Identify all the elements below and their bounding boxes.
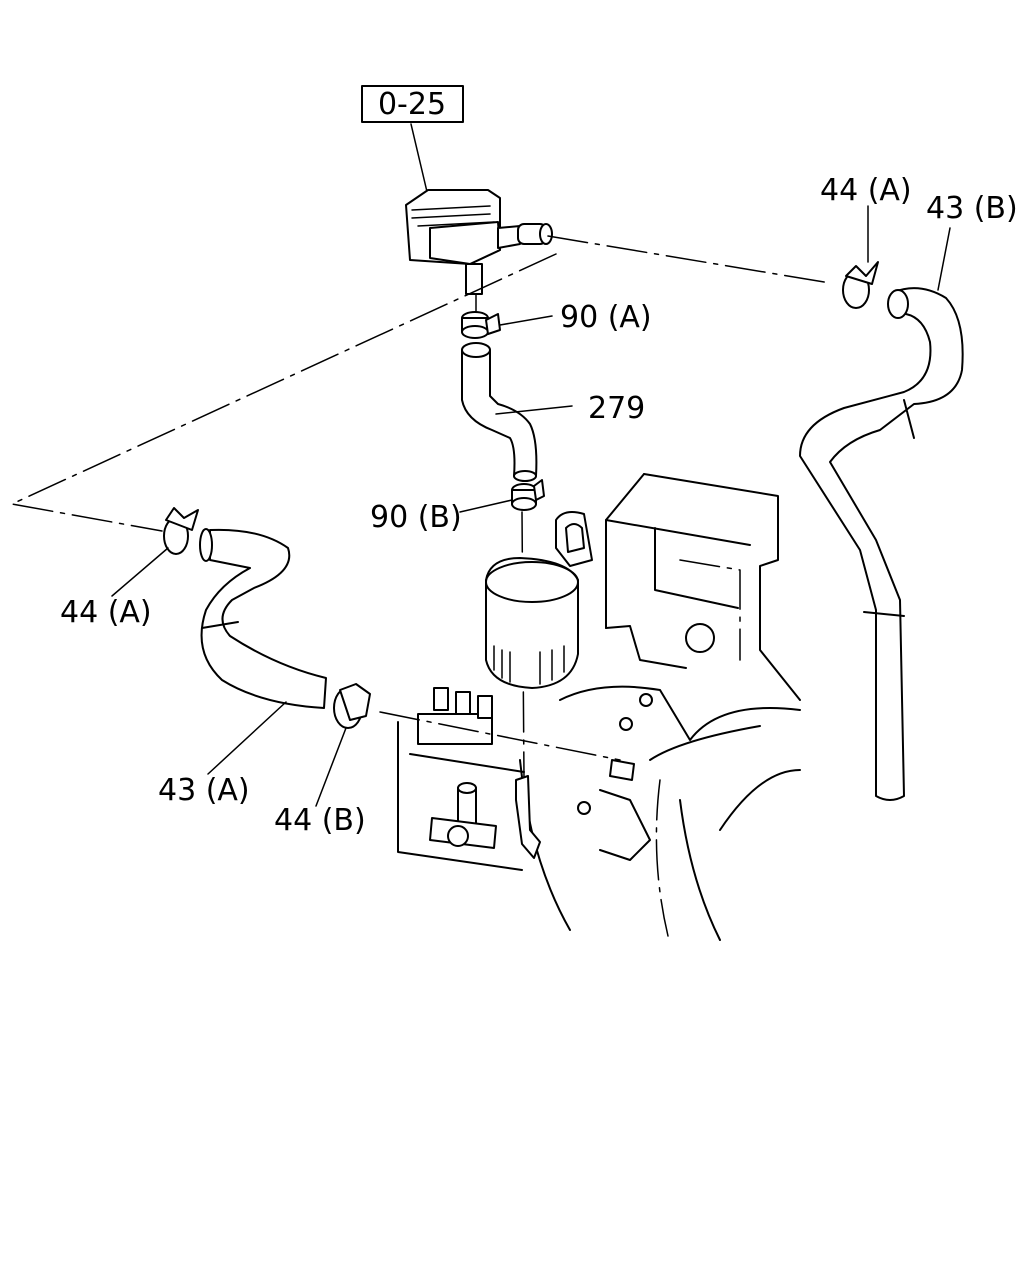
reference-label: 0-25 [378, 87, 446, 122]
routing-line-lower [379, 711, 621, 761]
leader-279 [495, 405, 573, 415]
routing-line-right [547, 235, 831, 284]
label-44a-top: 44 (A) [820, 173, 912, 208]
label-90b: 90 (B) [370, 500, 462, 535]
label-44b: 44 (B) [274, 803, 366, 838]
leader-44b [315, 727, 347, 807]
leader-90a [499, 315, 553, 326]
label-43b: 43 (B) [926, 191, 1018, 226]
label-43a: 43 (A) [158, 773, 250, 808]
hose-43a[interactable] [199, 528, 327, 709]
engine-block [397, 473, 801, 941]
reference-leader [410, 123, 429, 197]
leader-90b [459, 499, 513, 513]
routing-line-left [11, 253, 557, 532]
reference-box[interactable]: 0-25 [361, 85, 464, 123]
clip-44a-top[interactable] [842, 261, 879, 309]
clip-44a-left[interactable] [163, 507, 199, 555]
label-279: 279 [588, 391, 645, 426]
leader-43a [207, 701, 287, 775]
label-44a-left: 44 (A) [60, 595, 152, 630]
clip-90b[interactable] [511, 479, 545, 511]
hose-43b[interactable] [799, 287, 964, 801]
valve-assembly[interactable] [405, 189, 553, 295]
leader-43b [937, 227, 951, 291]
label-90a: 90 (A) [560, 300, 652, 335]
clip-90a[interactable] [461, 311, 501, 339]
hose-279[interactable] [461, 342, 538, 482]
clip-44b[interactable] [333, 683, 371, 729]
leader-44a-left [111, 547, 169, 597]
